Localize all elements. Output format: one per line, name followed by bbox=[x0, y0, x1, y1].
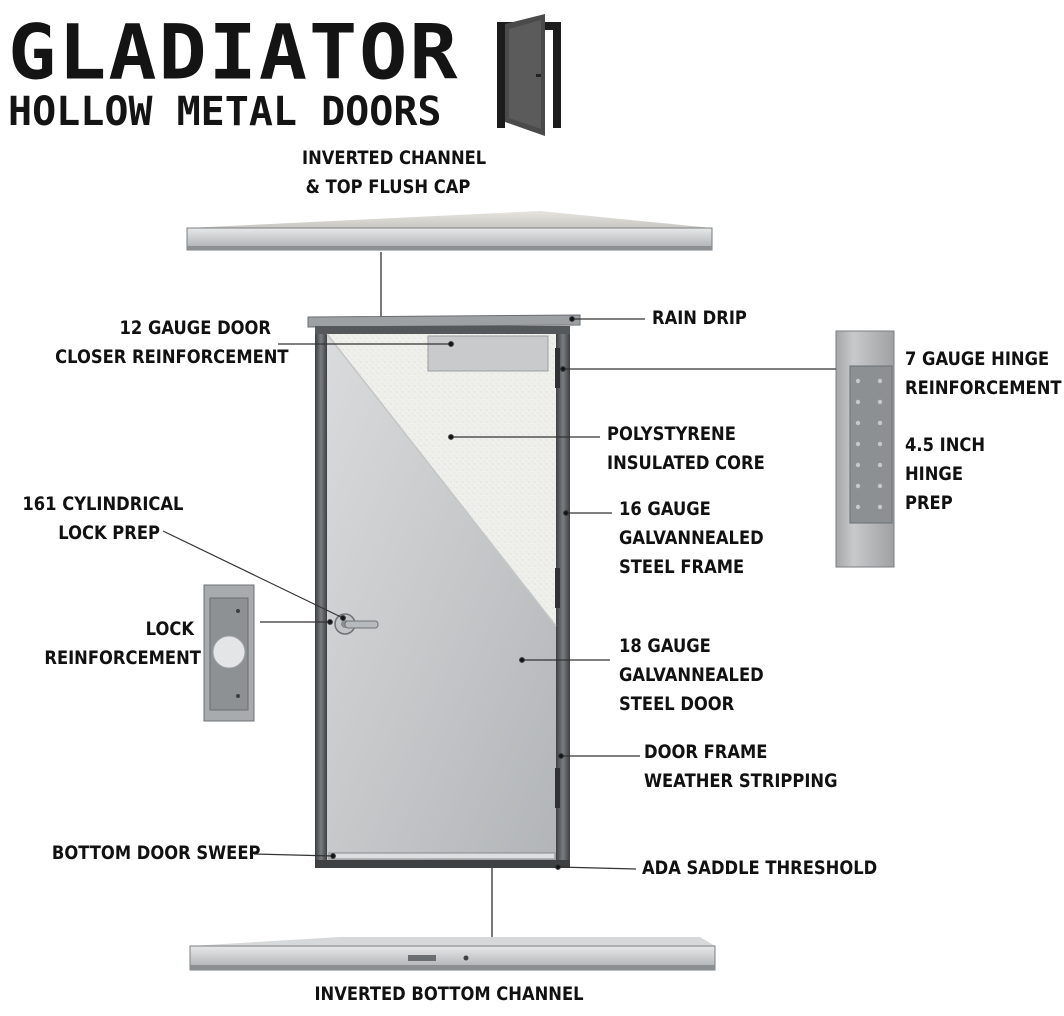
hinge-reinforcement-leader bbox=[560, 366, 836, 372]
label-top-channel: INVERTED CHANNEL& TOP FLUSH CAP bbox=[302, 147, 487, 198]
door-leaf-part bbox=[326, 333, 557, 860]
closer-reinforcement-plate bbox=[427, 335, 549, 372]
bottom-sweep-strip bbox=[328, 852, 556, 860]
lock-prep-leader bbox=[162, 530, 346, 621]
door-frame-part bbox=[315, 326, 570, 868]
brand-title: GLADIATOR bbox=[8, 8, 460, 97]
threshold-leader bbox=[555, 864, 637, 870]
brand-subtitle: HOLLOW METAL DOORS bbox=[8, 89, 442, 135]
rain-drip-leader bbox=[569, 316, 645, 322]
weather-stripping-leader bbox=[558, 753, 640, 759]
top-channel-part bbox=[186, 211, 713, 251]
lock-reinforcement-part bbox=[203, 584, 255, 722]
open-door-icon bbox=[497, 14, 561, 136]
label-door-sweep: BOTTOM DOOR SWEEP bbox=[51, 842, 261, 864]
label-bottom-channel: INVERTED BOTTOM CHANNEL bbox=[314, 983, 584, 1005]
bottom-channel-part bbox=[189, 937, 716, 971]
label-threshold: ADA SADDLE THRESHOLD bbox=[642, 857, 878, 879]
hinge-reinforcement-part bbox=[835, 330, 895, 568]
lock-reinforcement-leader bbox=[260, 619, 333, 625]
rain-drip-part bbox=[307, 314, 581, 328]
insulated-core-leader bbox=[448, 434, 600, 440]
lever-handle bbox=[334, 613, 379, 635]
steel-frame-leader bbox=[563, 510, 612, 516]
closer-reinforcement-leader bbox=[278, 341, 454, 347]
steel-door-leader bbox=[519, 657, 610, 663]
label-rain-drip: RAIN DRIP bbox=[652, 307, 747, 329]
frame-hinges bbox=[555, 348, 560, 808]
door-sweep-leader bbox=[253, 853, 336, 859]
